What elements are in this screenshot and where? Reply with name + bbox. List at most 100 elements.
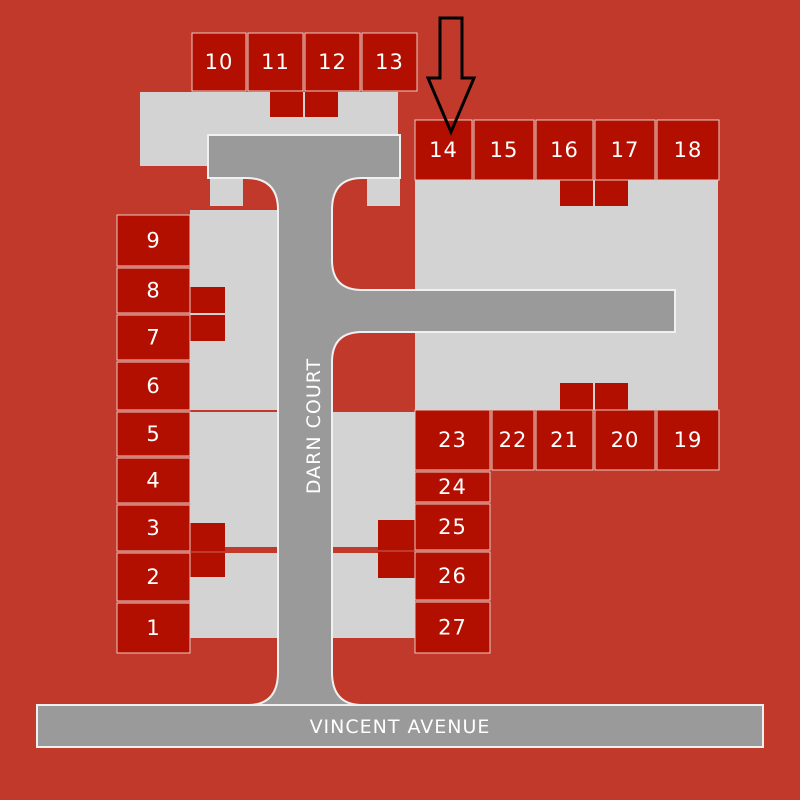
lot-number-label: 19 [674,428,703,452]
lot-shape [535,409,594,471]
lot-shape [414,471,491,503]
lot-number-label: 20 [611,428,640,452]
lot-4[interactable]: 4 [116,457,191,504]
lot-shape [414,119,473,181]
lot-20[interactable]: 20 [594,383,656,471]
lot-shape [656,409,720,471]
lot-shape [116,504,191,552]
lot-number-label: 15 [490,138,519,162]
street-label-darn-court: DARN COURT [303,358,325,494]
lot-extension [270,91,303,117]
lot-2[interactable]: 2 [116,552,225,602]
lot-12[interactable]: 12 [304,32,361,117]
darn-court-road [207,134,676,706]
lot-shape [116,602,191,654]
lot-shape [304,32,361,92]
lot-extension [595,180,628,206]
lot-number-label: 16 [550,138,579,162]
lot-number-label: 17 [611,138,640,162]
lot-25[interactable]: 25 [378,503,491,551]
lot-number-label: 3 [146,516,160,540]
lot-extension [560,383,593,410]
lot-extension [378,520,415,550]
lot-shape [116,314,191,361]
lot-number-label: 14 [429,138,458,162]
lot-extension [190,523,225,551]
lot-9[interactable]: 9 [116,214,191,267]
lot-extension [190,315,225,341]
lot-number-label: 8 [146,279,160,303]
lot-number-label: 10 [205,50,234,74]
lot-shape [535,119,594,181]
lot-22[interactable]: 22 [491,409,535,471]
lot-number-label: 13 [375,50,404,74]
lot-number-label: 23 [438,428,467,452]
lot-number-label: 2 [146,565,160,589]
lot-number-label: 25 [438,515,467,539]
down-arrow-icon [425,16,477,136]
lot-number-label: 12 [318,50,347,74]
lot-extension [378,552,415,578]
lot-shape [594,119,656,181]
lot-shape [414,409,491,471]
vincent-avenue-road [36,704,764,748]
lot-3[interactable]: 3 [116,504,225,552]
lot-extension [305,91,338,117]
lot-shape [491,409,535,471]
lot-shape [414,601,491,654]
down-arrow-shape [425,16,477,136]
lot-number-label: 6 [146,374,160,398]
lot-shape [116,552,191,602]
lot-shape [414,503,491,551]
lot-19[interactable]: 19 [656,409,720,471]
lot-number-label: 5 [146,422,160,446]
lot-27[interactable]: 27 [414,601,491,654]
lot-1[interactable]: 1 [116,602,191,654]
lot-16[interactable]: 16 [535,119,594,206]
lot-number-label: 4 [146,469,160,493]
lot-21[interactable]: 21 [535,383,594,471]
lot-6[interactable]: 6 [116,361,191,411]
lot-26[interactable]: 26 [378,551,491,601]
lot-shape [247,32,304,92]
lot-24[interactable]: 24 [414,471,491,503]
lot-number-label: 26 [438,564,467,588]
lot-shape [116,457,191,504]
lot-extension [190,553,225,577]
lot-shape [116,267,191,314]
lot-shape [656,119,720,181]
lot-number-label: 1 [146,616,160,640]
street-label-vincent-avenue: VINCENT AVENUE [310,716,491,738]
lot-shape [361,32,418,92]
roads [36,134,764,748]
lot-shape [116,214,191,267]
lot-number-label: 22 [499,428,528,452]
lot-18[interactable]: 18 [656,119,720,181]
lot-11[interactable]: 11 [247,32,304,117]
lot-17[interactable]: 17 [594,119,656,206]
lot-extension [190,287,225,313]
lot-14[interactable]: 14 [414,119,473,181]
lot-extension [595,383,628,410]
lot-13[interactable]: 13 [361,32,418,92]
lot-10[interactable]: 10 [191,32,247,92]
lot-5[interactable]: 5 [116,411,191,457]
lot-shape [116,411,191,457]
lot-number-label: 21 [550,428,579,452]
lot-shape [594,409,656,471]
lot-shape [473,119,535,181]
lot-number-label: 27 [438,616,467,640]
lot-7[interactable]: 7 [116,314,225,361]
lot-number-label: 18 [674,138,703,162]
lot-number-label: 11 [261,50,290,74]
lot-number-label: 24 [438,475,467,499]
lot-15[interactable]: 15 [473,119,535,181]
lot-shape [116,361,191,411]
lot-shape [414,551,491,601]
lot-number-label: 7 [146,326,160,350]
lot-8[interactable]: 8 [116,267,225,314]
lot-number-label: 9 [146,229,160,253]
lot-23[interactable]: 23 [414,409,491,471]
